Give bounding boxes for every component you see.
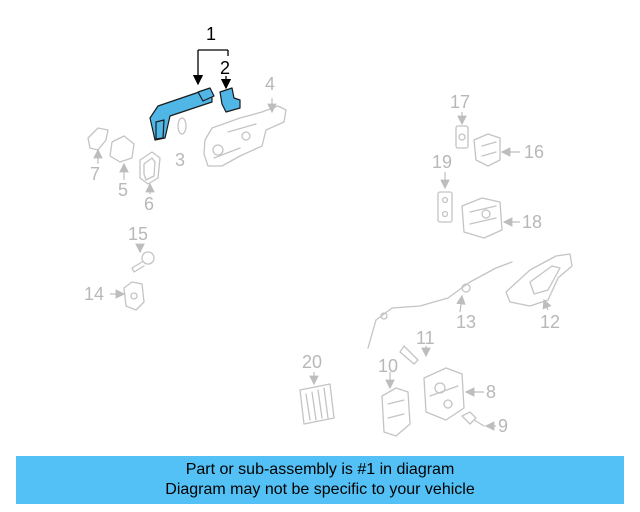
info-banner: Part or sub-assembly is #1 in diagram Di…	[16, 456, 624, 504]
callout-8: 8	[486, 382, 496, 402]
part-20-actuator[interactable]	[299, 383, 335, 425]
callout-18: 18	[522, 212, 542, 232]
callout-6: 6	[144, 194, 154, 214]
part-12-inside-handle[interactable]	[505, 253, 573, 307]
callout-9: 9	[498, 416, 508, 436]
callout-19: 19	[432, 152, 452, 172]
callout-5: 5	[118, 180, 128, 200]
part-10-bracket[interactable]	[381, 387, 411, 437]
part-6-gasket[interactable]	[139, 151, 161, 185]
banner-line-2: Diagram may not be specific to your vehi…	[165, 481, 475, 498]
part-13-cable[interactable]	[367, 261, 513, 349]
callout-11: 11	[416, 328, 435, 348]
part-1-outside-handle[interactable]	[149, 87, 215, 141]
part-9-screw[interactable]	[461, 411, 485, 427]
part-5-cover[interactable]	[109, 135, 135, 163]
part-19-pad[interactable]	[437, 191, 453, 223]
part-8-door-latch[interactable]	[423, 367, 465, 421]
callout-12: 12	[540, 312, 560, 332]
callout-3: 3	[175, 150, 185, 170]
callout-13: 13	[456, 312, 476, 332]
callout-14: 14	[84, 284, 104, 304]
callout-20: 20	[302, 352, 322, 372]
parts-diagram: 1 2 3 4 5 6 7 8 9 10 11 12 13 14 15 16 1…	[84, 24, 573, 437]
part-18-lower-hinge[interactable]	[461, 197, 503, 239]
part-2-handle-bracket[interactable]	[219, 87, 241, 113]
part-7-cap[interactable]	[87, 127, 109, 151]
callout-16: 16	[524, 142, 544, 162]
callout-4: 4	[265, 74, 275, 94]
part-4-base-plate[interactable]	[203, 105, 287, 167]
callout-1: 1	[206, 24, 216, 44]
part-15-bolt[interactable]	[131, 251, 155, 273]
banner-line-1: Part or sub-assembly is #1 in diagram	[185, 461, 455, 478]
part-14-striker[interactable]	[123, 281, 145, 311]
callout-2: 2	[220, 58, 230, 78]
part-16-upper-hinge[interactable]	[473, 133, 501, 167]
part-17-pad[interactable]	[455, 125, 469, 149]
part-3-clip[interactable]	[177, 117, 187, 135]
callout-7: 7	[90, 164, 100, 184]
callout-15: 15	[128, 224, 148, 244]
callout-10: 10	[378, 356, 398, 376]
part-11-rod[interactable]	[399, 345, 419, 365]
callout-17: 17	[450, 92, 470, 112]
